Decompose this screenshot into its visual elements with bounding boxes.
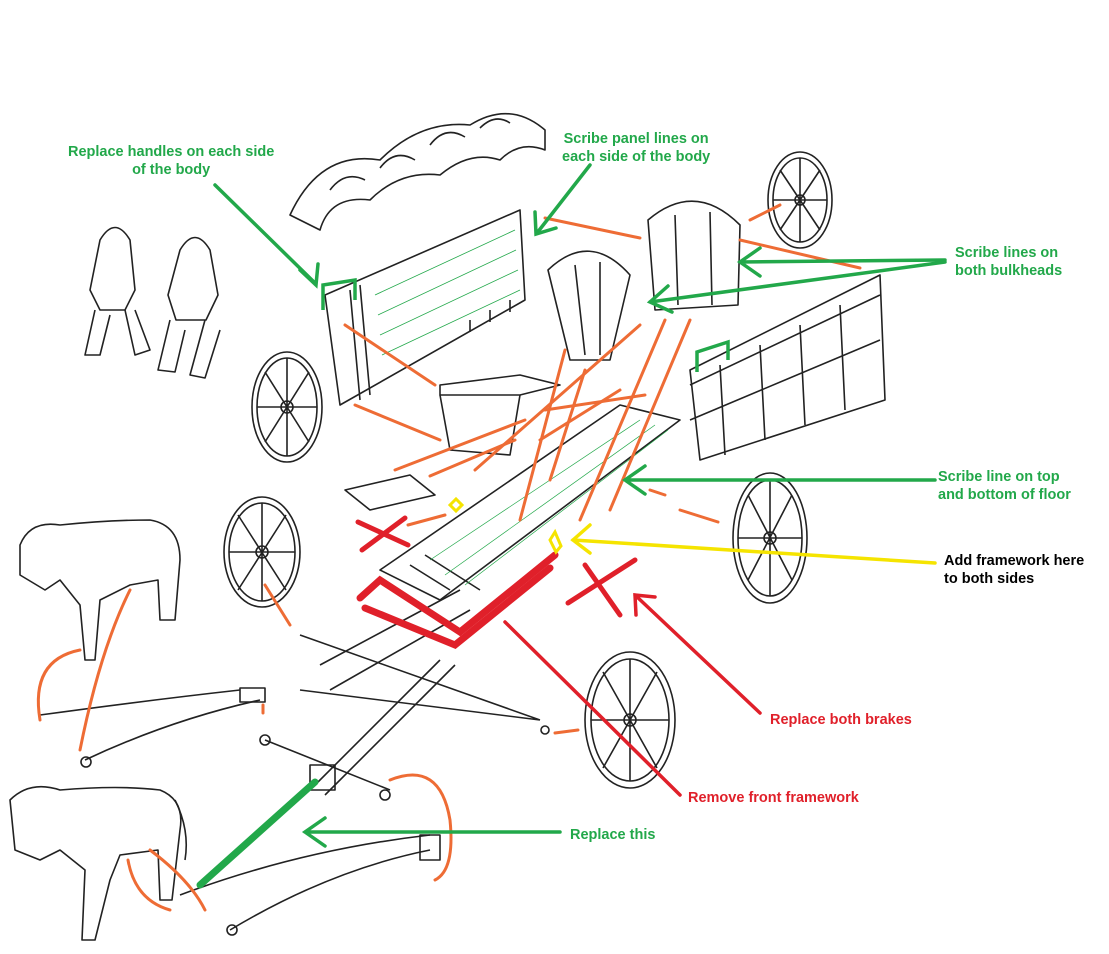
- canvas-cover: [289, 112, 546, 231]
- annotation-brakes: Replace both brakes: [770, 711, 912, 729]
- annotation-line: Replace both brakes: [770, 712, 912, 728]
- annotation-floor: Scribe line on top and bottom of floor: [938, 468, 1071, 504]
- horse-top: [19, 519, 181, 661]
- arrow-handles: [213, 183, 320, 289]
- arrow-pole: [301, 816, 562, 848]
- soldier-figures: [84, 226, 221, 379]
- annotation-line: Replace this: [570, 827, 656, 843]
- annotation-line: to both sides: [944, 571, 1035, 587]
- annotation-line: and bottom of floor: [938, 487, 1071, 503]
- pole-highlight: [196, 778, 319, 889]
- wheel-right-mid: [732, 472, 808, 604]
- annotation-line: Remove front framework: [688, 790, 859, 806]
- annotation-line: Replace handles on each side: [68, 144, 275, 160]
- annotation-line: both bulkheads: [955, 263, 1063, 279]
- annotation-line: each side of the body: [562, 149, 711, 165]
- floor: [379, 404, 681, 601]
- traces: [39, 687, 441, 936]
- front-bulkhead: [547, 250, 631, 361]
- arrow-framework: [570, 523, 937, 565]
- horse-bottom: [9, 785, 188, 941]
- annotation-arrows-green: [213, 163, 947, 848]
- front-framework-highlight: [356, 551, 559, 650]
- wheel-front-left: [223, 496, 301, 608]
- arrow-front-framework: [503, 620, 682, 797]
- wheel-rear-top: [767, 151, 833, 249]
- annotation-panel-lines: Scribe panel lines on each side of the b…: [562, 130, 710, 166]
- annotation-pole: Replace this: [570, 826, 655, 844]
- footboard: [344, 474, 436, 511]
- assembly-arrows: [36, 203, 862, 912]
- handle-left: [321, 277, 357, 310]
- annotation-line: Scribe line on top: [938, 469, 1060, 485]
- annotation-line: Scribe lines on: [955, 245, 1059, 261]
- annotation-framework: Add framework here to both sides: [944, 552, 1084, 588]
- handle-right: [695, 339, 730, 372]
- framework-markers: [447, 496, 563, 555]
- annotation-front-framework: Remove front framework: [688, 789, 859, 807]
- arrow-brakes: [633, 593, 762, 715]
- annotation-line: Scribe panel lines on: [563, 131, 709, 147]
- annotation-line: Add framework here: [944, 553, 1085, 569]
- annotation-arrows-red: [503, 593, 762, 797]
- annotation-bulkheads: Scribe lines on both bulkheads: [955, 244, 1062, 280]
- arrow-floor: [621, 464, 937, 496]
- seat-box: [439, 374, 561, 456]
- brake-x-marks: [355, 515, 638, 618]
- arrow-panel-lines: [533, 163, 592, 237]
- right-side-panel: [689, 274, 886, 461]
- annotation-line: of the body: [132, 162, 211, 178]
- arrow-bulkheads: [736, 246, 947, 278]
- annotation-handles: Replace handles on each side of the body: [68, 143, 274, 179]
- undercarriage: [259, 589, 550, 801]
- wheel-left-top: [251, 351, 323, 463]
- rear-bulkhead: [647, 200, 741, 311]
- wheel-front-right: [584, 651, 676, 789]
